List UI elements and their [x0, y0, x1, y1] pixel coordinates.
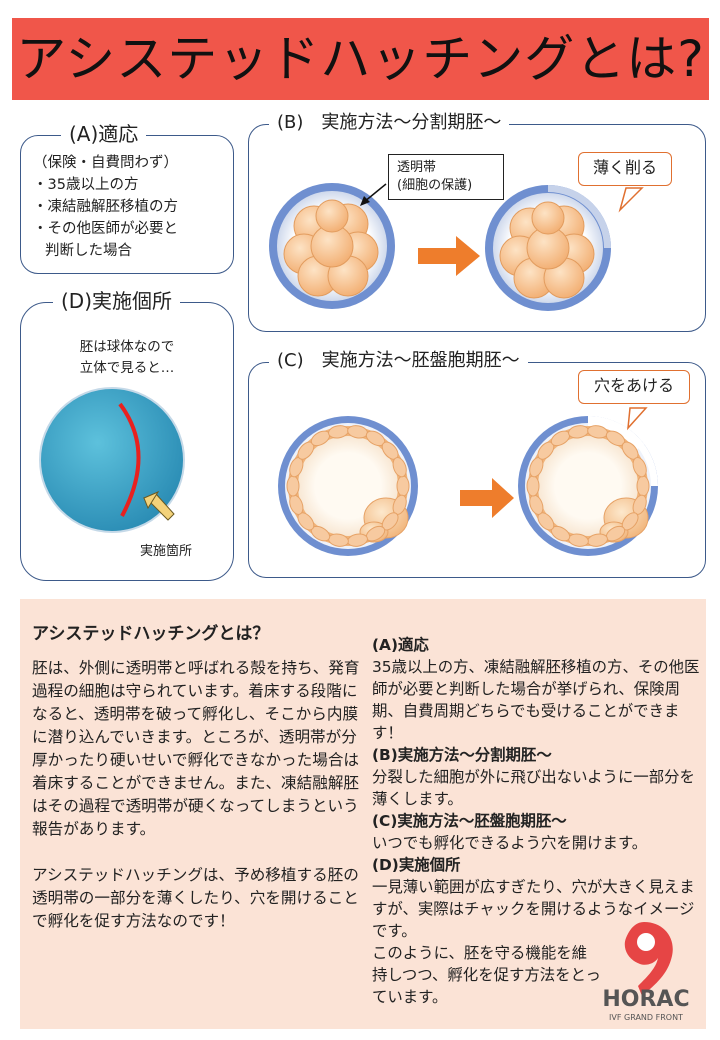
arrow-right-icon — [418, 236, 480, 276]
a-text: 35歳以上の方、凍結融解胚移植の方、その他医師が必要と判断した場合が挙げられ、保… — [372, 658, 700, 742]
a-heading: (A)適応 — [372, 636, 429, 654]
page-title: アシステッドハッチングとは? — [16, 30, 705, 88]
thin-callout: 薄く削る — [578, 152, 672, 186]
c-text: いつでも孵化できるよう穴を開けます。 — [372, 834, 648, 852]
b-heading: (B)実施方法～分割期胚～ — [372, 746, 552, 764]
logo-sub: IVF GRAND FRONT — [609, 1013, 683, 1022]
hatching-site-line — [118, 402, 141, 517]
zona-label-line: 透明帯 — [397, 160, 437, 175]
section-c-label: (C) 実施方法～胚盤胞期胚～ — [269, 349, 528, 373]
trophectoderm-cells — [286, 425, 410, 547]
logo-name: HORAC — [602, 987, 689, 1012]
section-a-item: ・その他医師が必要と — [33, 221, 178, 237]
site-pointer-arrow — [143, 490, 160, 510]
trophectoderm-cell — [636, 475, 650, 497]
explanation-left: 胚は、外側に透明帯と呼ばれる殻を持ち、発育過程の細胞は守られています。着床する段… — [32, 657, 372, 956]
c-heading: (C)実施方法～胚盤胞期胚～ — [372, 812, 567, 830]
section-a-item: （保険・自費問わず） — [33, 155, 178, 171]
zona-label: 透明帯 (細胞の保護) — [388, 154, 504, 200]
d-heading: (D)実施個所 — [372, 856, 461, 874]
explanation-paragraph: 胚は、外側に透明帯と呼ばれる殻を持ち、発育過程の細胞は守られています。着床する段… — [32, 659, 360, 838]
arrow-right-icon — [460, 478, 514, 518]
trophectoderm-cell — [526, 475, 540, 497]
section-a-item: ・35歳以上の方 — [33, 177, 139, 193]
section-a-item: 判断した場合 — [45, 243, 132, 259]
d-text: 一見薄い範囲が広すぎたり、穴が大きく見えますが、実際はチャックを開けるようなイメ… — [372, 878, 695, 940]
site-label: 実施箇所 — [140, 544, 193, 559]
cleavage-embryo-diagram — [269, 183, 644, 311]
section-d-desc-line: 立体で見ると… — [79, 360, 175, 376]
section-d-label: (D)実施個所 — [53, 289, 181, 313]
explanation-panel: アシステッドハッチングとは？ 胚は、外側に透明帯と呼ばれる殻を持ち、発育過程の細… — [20, 599, 706, 1029]
zona-label-line: (細胞の保護) — [397, 178, 473, 193]
horac-logo: HORAC IVF GRAND FRONT — [602, 922, 690, 1022]
trophectoderm-cells — [526, 425, 650, 547]
blastocyst-diagram — [278, 407, 658, 556]
d-text-2: このように、胚を守る機能を維持しつつ、孵化を促す方法をとっています。 — [372, 944, 601, 1006]
title-banner: アシステッドハッチングとは? — [12, 18, 709, 100]
trophectoderm-cell — [632, 457, 647, 478]
explanation-title: アシステッドハッチングとは？ — [32, 624, 270, 644]
explanation-right: (A)適応 35歳以上の方、凍結融解胚移植の方、その他医師が必要と判断した場合が… — [372, 634, 707, 1008]
sphere-diagram — [39, 387, 185, 533]
section-a-box: (A)適応 （保険・自費問わず） ・35歳以上の方 ・凍結融解胚移植の方 ・その… — [20, 122, 234, 274]
explanation-paragraph: アシステッドハッチングは、予め移植する胚の透明帯の一部分を薄くしたり、穴を開ける… — [32, 866, 359, 930]
section-d-description: 胚は球体なので 立体で見ると… — [21, 337, 233, 379]
embryo-left — [269, 183, 395, 309]
trophectoderm-cell — [392, 457, 407, 478]
section-a-item: ・凍結融解胚移植の方 — [33, 199, 178, 215]
section-a-label: (A)適応 — [61, 122, 147, 146]
hole-callout: 穴をあける — [578, 370, 690, 404]
b-text: 分裂した細胞が外に飛び出ないように一部分を薄くします。 — [372, 768, 695, 808]
section-a-list: （保険・自費問わず） ・35歳以上の方 ・凍結融解胚移植の方 ・その他医師が必要… — [33, 152, 178, 262]
zona-pointer — [363, 183, 387, 203]
section-b-label: (B) 実施方法～分割期胚～ — [269, 111, 510, 135]
section-d-desc-line: 胚は球体なので — [79, 339, 175, 355]
embryo-right-thinned — [485, 185, 611, 311]
trophectoderm-cell — [286, 475, 300, 497]
trophectoderm-cell — [396, 475, 410, 497]
